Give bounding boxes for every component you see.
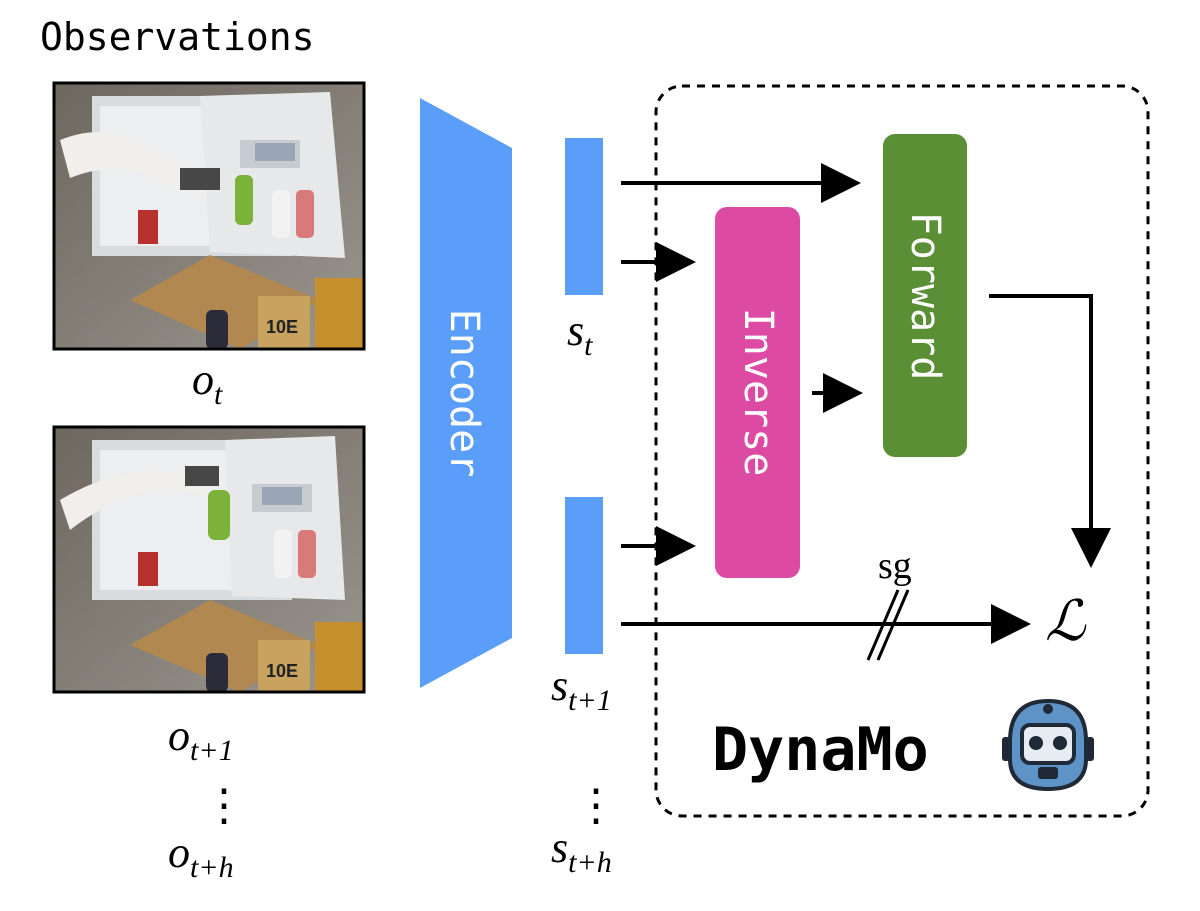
label-o-th: ot+h [168, 828, 234, 884]
arrow-forward-to-loss [989, 294, 1111, 568]
robot-head-icon [1002, 698, 1094, 792]
state-bar-t [565, 138, 603, 295]
label-s-t: st [567, 306, 593, 362]
label-o-t1: ot+1 [168, 711, 234, 767]
svg-text:10E: 10E [266, 317, 298, 337]
label-o-t: ot [192, 355, 223, 411]
states-ellipsis: ⋮ [574, 781, 618, 830]
observation-image-t1: 10E [52, 425, 366, 694]
encoder-block [420, 98, 512, 688]
inverse-module [715, 207, 800, 578]
dynamo-brand-name: DynaMo [712, 715, 929, 785]
state-bar-t1 [565, 497, 603, 654]
observation-image-t: 10E [52, 81, 366, 351]
connector-arrows [621, 163, 1111, 644]
encoder-label: Encoder [441, 309, 487, 478]
label-s-t1: st+1 [551, 661, 612, 717]
svg-text:10E: 10E [266, 661, 298, 681]
forward-module [883, 134, 967, 457]
label-s-th: st+h [551, 823, 612, 879]
inverse-label: Inverse [735, 308, 781, 477]
observations-ellipsis: ⋮ [202, 781, 246, 830]
stop-gradient-marks [866, 589, 910, 661]
observations-title: Observations [40, 15, 315, 59]
forward-label: Forward [902, 212, 948, 381]
loss-symbol: ℒ [1045, 591, 1087, 653]
stop-gradient-label: sg [878, 545, 912, 587]
